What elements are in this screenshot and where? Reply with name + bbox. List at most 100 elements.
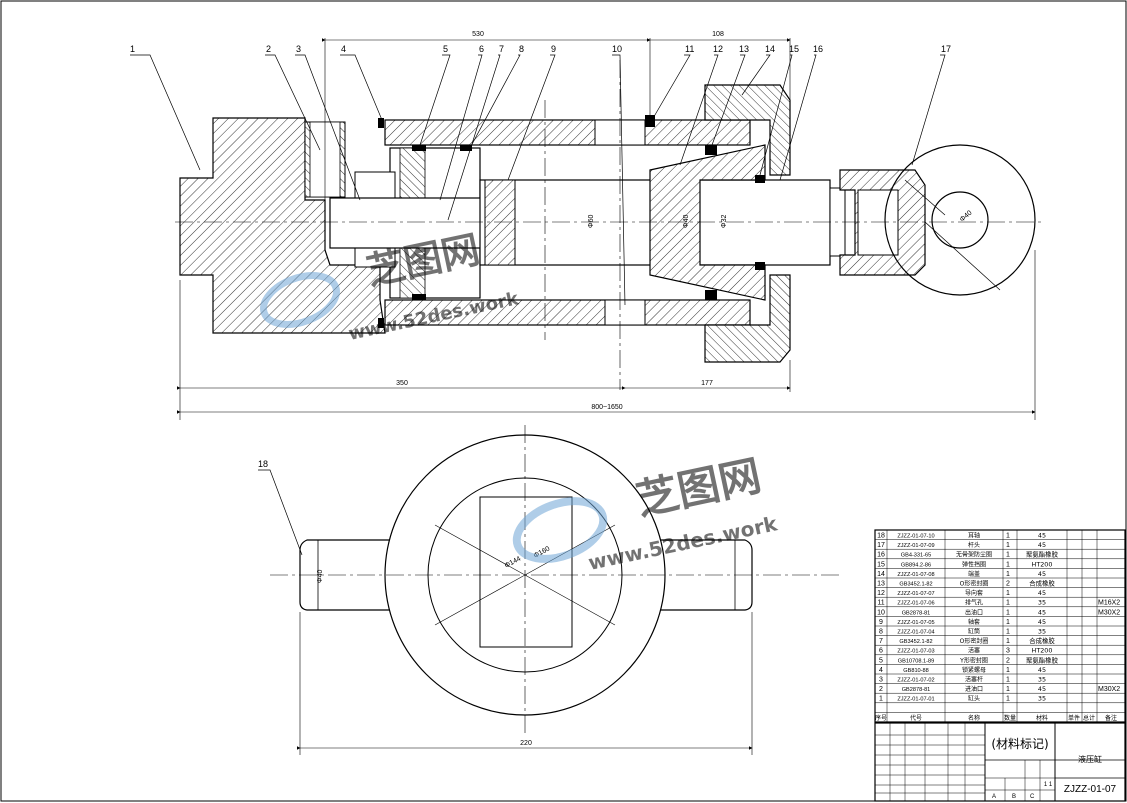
watermark-2: 芝图网 www.52des.work — [512, 451, 780, 575]
leader-1: 1 — [130, 44, 135, 54]
material-mark: (材料标记) — [991, 737, 1048, 751]
bom-cell-qty: 1 — [1006, 600, 1010, 607]
svg-text:www.52des.work: www.52des.work — [586, 511, 780, 575]
bom-cell-code: GB2878-81 — [902, 687, 931, 693]
stage-mark-b: B — [1012, 794, 1016, 800]
bom-cell-qty: 1 — [1006, 552, 1010, 559]
leader-12: 12 — [713, 44, 723, 54]
bom-cell-qty: 3 — [1006, 648, 1010, 655]
bom-cell-name: 弹性挡圈 — [962, 560, 986, 568]
bom-cell-name: 缸头 — [968, 695, 980, 703]
bom-cell-no: 5 — [879, 657, 883, 664]
bom-cell-no: 16 — [877, 552, 885, 559]
dim-piston-rod: Φ32 — [721, 215, 728, 228]
base-end-view — [258, 425, 840, 755]
bom-cell-code: ZJZZ-01-07-03 — [897, 649, 934, 655]
drawing-number: ZJZZ-01-07 — [1064, 784, 1117, 795]
bom-cell-qty: 1 — [1006, 542, 1010, 549]
bom-cell-no: 13 — [877, 581, 885, 588]
dim-right-length: 177 — [701, 380, 713, 387]
leader-16: 16 — [813, 44, 823, 54]
bom-header-code: 代号 — [910, 714, 922, 722]
stage-mark-a: A — [992, 794, 996, 800]
bom-cell-no: 6 — [879, 648, 883, 655]
dimension-lines — [177, 38, 1036, 420]
dim-left-length: 350 — [396, 380, 408, 387]
bom-cell-mat: HT200 — [1032, 560, 1053, 568]
bom-header-no: 序号 — [875, 714, 887, 722]
title-block: (材料标记) 液压缸 ZJZZ-01-07 1 1 A B C — [874, 722, 1126, 802]
bom-cell-mat: 45 — [1038, 608, 1046, 616]
bom-cell-name: 导向套 — [965, 589, 983, 597]
bom-cell-name: 锁紧螺母 — [962, 666, 986, 674]
dim-top-length: 530 — [472, 31, 484, 38]
bom-cell-no: 1 — [879, 696, 883, 703]
bom-cell-note: M16X2 — [1098, 600, 1120, 607]
sheet-info: 1 1 — [1044, 782, 1053, 788]
bom-cell-qty: 1 — [1006, 667, 1010, 674]
bom-cell-code: ZJZZ-01-07-08 — [897, 572, 934, 578]
bom-cell-code: GB3452.1-82 — [899, 639, 932, 645]
bom-cell-code: GB3452.1-82 — [899, 582, 932, 588]
bom-header-mat: 材料 — [1036, 714, 1048, 722]
bom-cell-qty: 1 — [1006, 619, 1010, 626]
barrel-top-wall — [384, 119, 751, 146]
bom-cell-name: Y形密封圈 — [959, 656, 988, 664]
bom-cell-code: ZJZZ-01-07-01 — [897, 697, 934, 703]
dim-trunnion-dia: Φ40 — [317, 570, 324, 583]
leader-15: 15 — [789, 44, 799, 54]
leader-4: 4 — [341, 44, 346, 54]
leader-8: 8 — [519, 44, 524, 54]
leader-2: 2 — [266, 44, 271, 54]
bom-cell-name: 出油口 — [965, 608, 983, 616]
bom-cell-code: GB2878-81 — [902, 610, 931, 616]
bom-cell-name: 轴套 — [968, 618, 980, 626]
bom-cell-qty: 1 — [1006, 677, 1010, 684]
drawing-name: 液压缸 — [1078, 754, 1102, 764]
bom-cell-code: GB4-331-65 — [901, 553, 931, 559]
bom-cell-qty: 1 — [1006, 590, 1010, 597]
bom-header-note: 备注 — [1105, 714, 1117, 722]
bom-cell-mat: 45 — [1038, 685, 1046, 693]
leader-6: 6 — [479, 44, 484, 54]
bom-cell-name: 排气孔 — [965, 599, 983, 607]
dim-total: 800~1650 — [591, 404, 622, 411]
bom-cell-name: 杆头 — [968, 541, 980, 549]
rod-eye — [884, 144, 1036, 296]
bom-cell-mat: 聚氨酯橡胶 — [1026, 550, 1059, 559]
stage-mark-c: C — [1030, 794, 1035, 800]
bom-cell-mat: 45 — [1038, 532, 1046, 540]
bom-cell-code: ZJZZ-01-07-05 — [897, 620, 934, 626]
bom-cell-code: ZJZZ-01-07-09 — [897, 543, 934, 549]
dim-port: Φ40 — [683, 215, 690, 228]
leader-11: 11 — [685, 44, 694, 54]
trunnion-left — [299, 539, 390, 611]
bom-cell-mat: HT200 — [1032, 647, 1053, 655]
leader-lines — [130, 54, 946, 306]
barrel-bottom-wall — [384, 299, 751, 326]
bom-cell-code: GB10708.1-89 — [898, 658, 934, 664]
bom-cell-code: ZJZZ-01-07-10 — [897, 534, 934, 540]
bom-header-w2: 总计 — [1083, 714, 1095, 722]
bom-cell-mat: 合成橡胶 — [1029, 636, 1055, 645]
cylinder-section-view — [175, 60, 1045, 390]
trunnion-right — [660, 539, 753, 611]
leader-5: 5 — [443, 44, 448, 54]
bom-cell-no: 2 — [879, 686, 883, 693]
bom-header-qty: 数量 — [1004, 714, 1016, 722]
bom-cell-mat: 聚氨酯橡胶 — [1026, 655, 1059, 664]
bom-cell-code: ZJZZ-01-07-06 — [897, 601, 934, 607]
bom-cell-mat: 35 — [1038, 628, 1046, 636]
bom-cell-name: O形密封圈 — [960, 637, 989, 645]
bom-cell-code: GB810-88 — [903, 668, 929, 674]
leader-17: 17 — [941, 44, 951, 54]
svg-text:芝图网: 芝图网 — [632, 451, 765, 525]
bom-cell-mat: 35 — [1038, 599, 1046, 607]
bom-cell-qty: 1 — [1006, 686, 1010, 693]
bom-cell-name: 活塞杆 — [965, 676, 983, 684]
bom-cell-code: ZJZZ-01-07-04 — [897, 630, 934, 636]
bom-cell-mat: 35 — [1038, 676, 1046, 684]
bom-header-w1: 单件 — [1068, 714, 1080, 722]
bom-cell-no: 7 — [879, 638, 883, 645]
